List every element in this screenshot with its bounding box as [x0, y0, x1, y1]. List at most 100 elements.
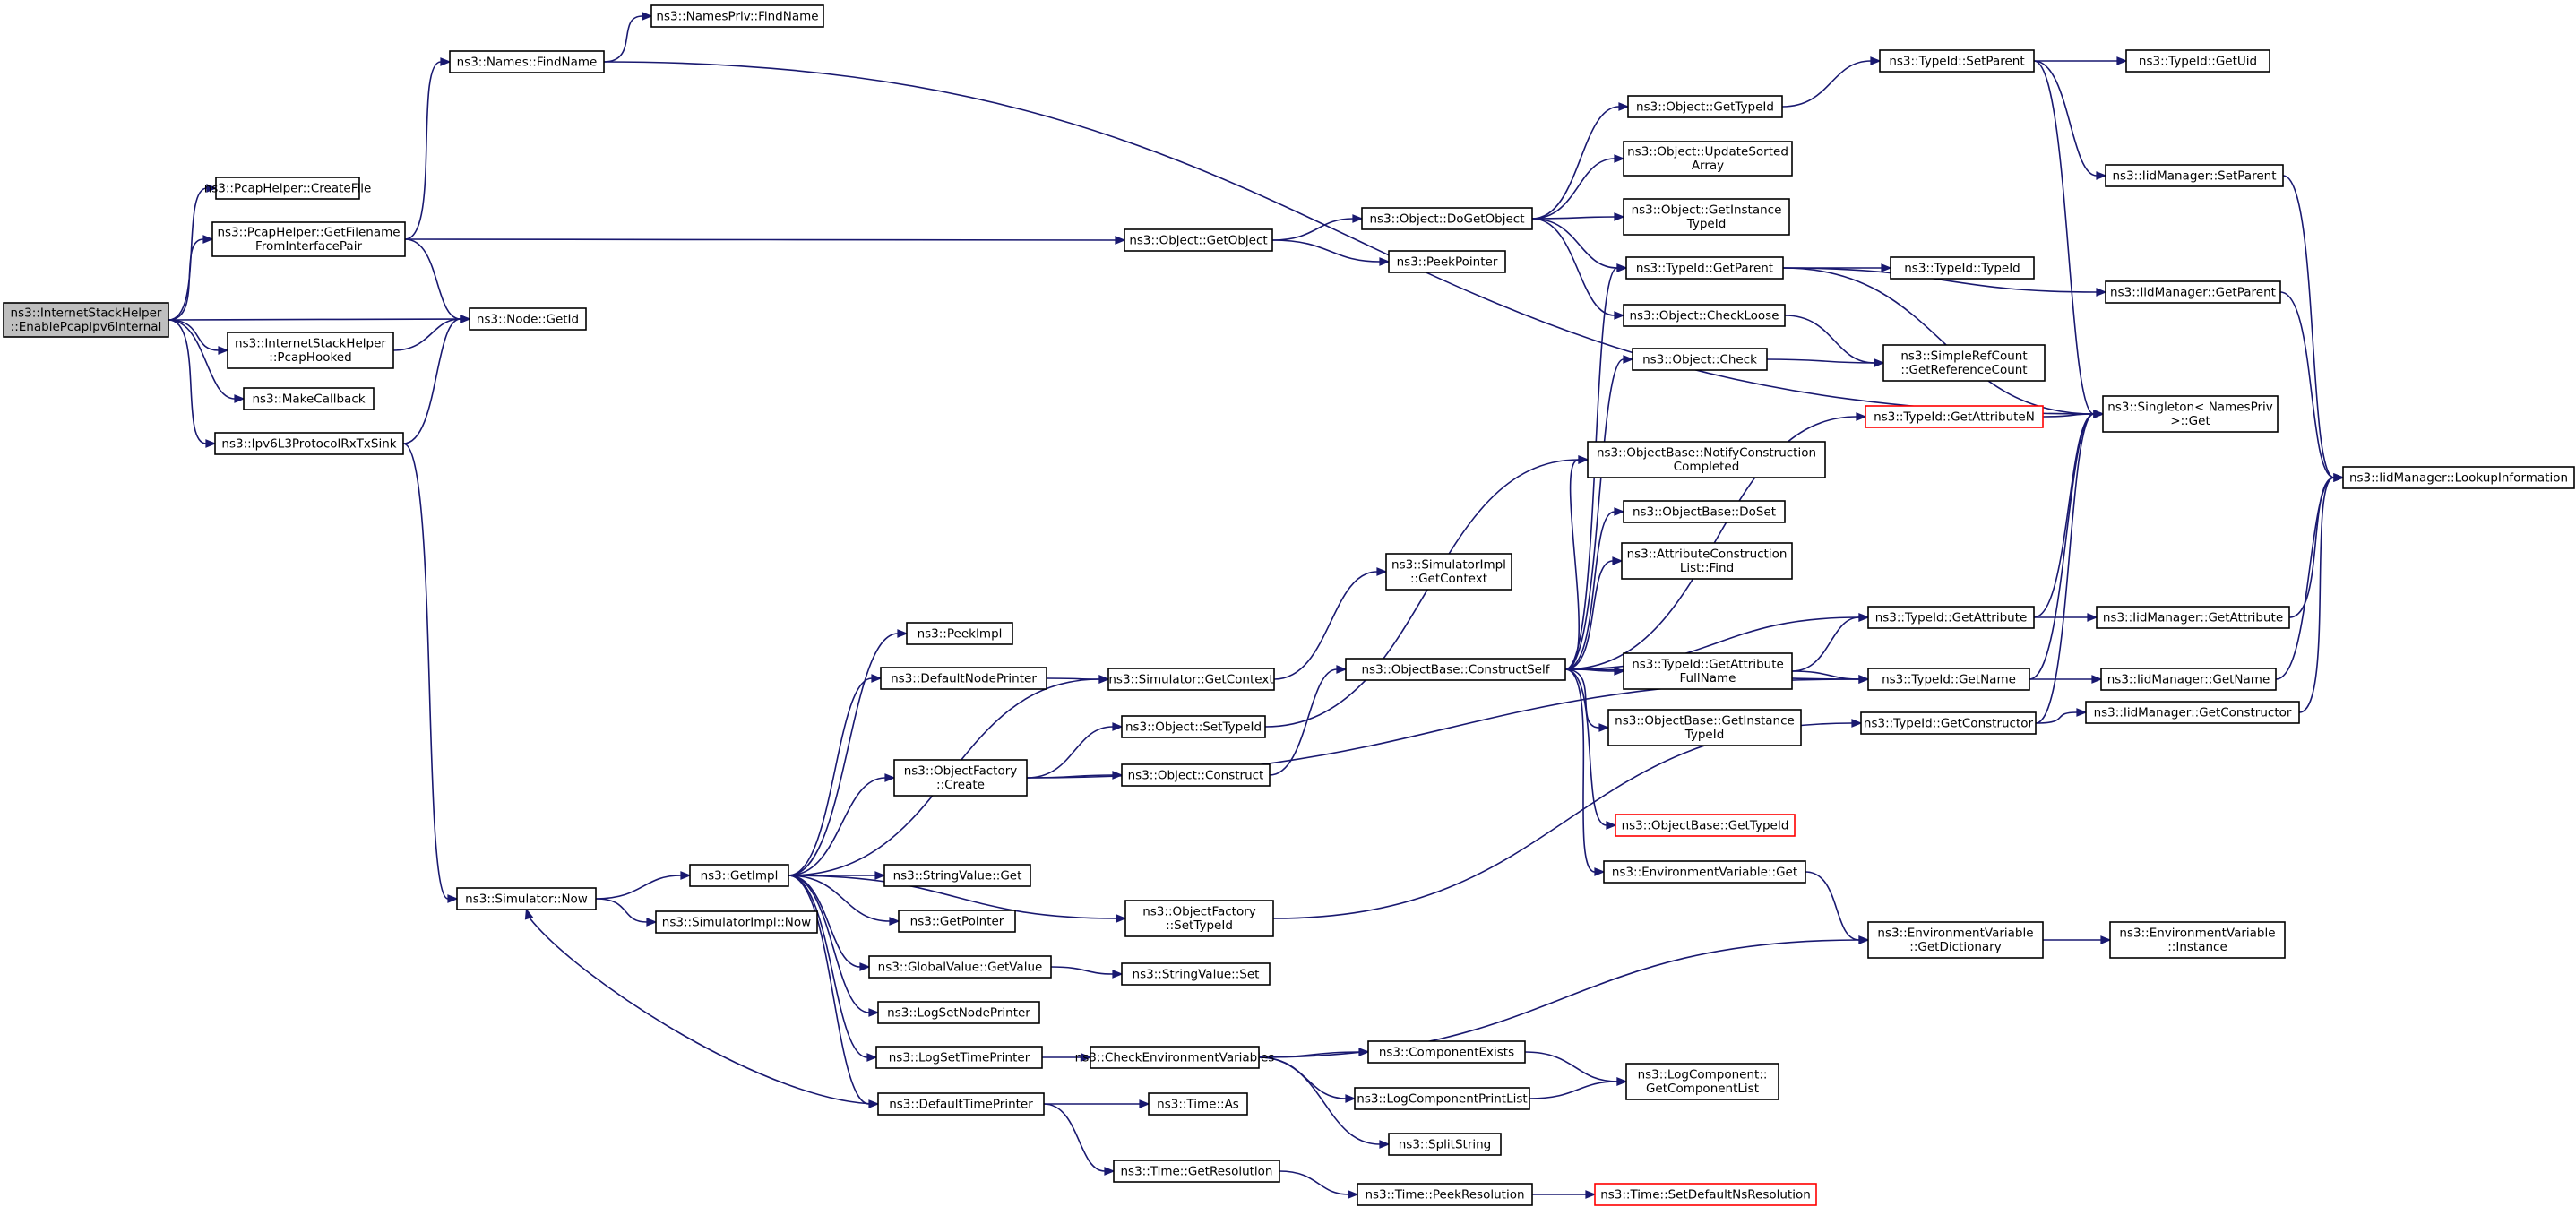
graph-node-ns3-objectbase-constructself[interactable]: ns3::ObjectBase::ConstructSelf	[1345, 658, 1566, 681]
node-box[interactable]	[2125, 49, 2270, 73]
graph-node-ns3-objectbase-doset[interactable]: ns3::ObjectBase::DoSet	[1623, 500, 1786, 523]
graph-node-ns3-globalvalue-getvalue[interactable]: ns3::GlobalValue::GetValue	[868, 955, 1052, 979]
graph-node-ns3-namespriv-findname[interactable]: ns3::NamesPriv::FindName	[650, 4, 824, 28]
node-box[interactable]	[449, 50, 605, 73]
node-box[interactable]	[1090, 1046, 1260, 1069]
node-box[interactable]	[1615, 814, 1796, 837]
node-box[interactable]	[877, 1092, 1045, 1116]
graph-node-ns3-defaulttimeprinter[interactable]: ns3::DefaultTimePrinter	[877, 1092, 1045, 1116]
node-box[interactable]	[1124, 228, 1273, 252]
graph-node-ns3-getpointer[interactable]: ns3::GetPointer	[898, 910, 1016, 933]
graph-node-ns3-stringvalue-get[interactable]: ns3::StringValue::Get	[883, 864, 1031, 887]
graph-node-ns3-iidmanager-setparent[interactable]: ns3::IidManager::SetParent	[2105, 164, 2284, 187]
node-box[interactable]	[2102, 395, 2279, 433]
node-box[interactable]	[1623, 198, 1790, 236]
node-box[interactable]	[1121, 763, 1271, 787]
graph-node-ns3-objectfactory-settypeid[interactable]: ns3::ObjectFactory::SetTypeId	[1124, 900, 1274, 937]
node-box[interactable]	[650, 4, 824, 28]
graph-node-ns3-typeid-typeid[interactable]: ns3::TypeId::TypeId	[1890, 256, 2035, 280]
graph-node-ns3-simulatorimpl-now[interactable]: ns3::SimulatorImpl::Now	[655, 910, 818, 934]
graph-node-ns3-environmentvariable-get[interactable]: ns3::EnvironmentVariable::Get	[1603, 860, 1806, 884]
graph-node-ns3-object-dogetobject[interactable]: ns3::Object::DoGetObject	[1361, 207, 1533, 230]
graph-node-ns3-defaultnodeprinter[interactable]: ns3::DefaultNodePrinter	[880, 667, 1047, 690]
graph-node-ns3-object-checkloose[interactable]: ns3::Object::CheckLoose	[1623, 304, 1786, 327]
node-box[interactable]	[1107, 668, 1275, 691]
graph-node-ns3-splitstring[interactable]: ns3::SplitString	[1388, 1133, 1502, 1156]
node-box[interactable]	[215, 177, 360, 200]
graph-node-ns3-logcomponentprintlist[interactable]: ns3::LogComponentPrintList	[1354, 1087, 1530, 1110]
node-box[interactable]	[1121, 962, 1271, 986]
graph-node-ns3-internetstackhelper-enablepcapipv6internal[interactable]: ns3::InternetStackHelper::EnablePcapIpv6…	[3, 302, 169, 338]
graph-node-ns3-logsetnodeprinter[interactable]: ns3::LogSetNodePrinter	[877, 1001, 1040, 1024]
graph-node-ns3-simulator-getcontext[interactable]: ns3::Simulator::GetContext	[1107, 668, 1275, 691]
node-box[interactable]	[1594, 1183, 1817, 1206]
node-box[interactable]	[1345, 658, 1566, 681]
graph-node-ns3-pcaphelper-getfilename-frominterfacepair[interactable]: ns3::PcapHelper::GetFilenameFromInterfac…	[211, 221, 406, 257]
node-box[interactable]	[1627, 95, 1783, 118]
node-box[interactable]	[1860, 711, 2037, 735]
graph-node-ns3-simulator-now[interactable]: ns3::Simulator::Now	[456, 887, 597, 910]
node-box[interactable]	[1388, 1133, 1502, 1156]
node-box[interactable]	[3, 302, 169, 338]
graph-node-ns3-typeid-getuid[interactable]: ns3::TypeId::GetUid	[2125, 49, 2270, 73]
graph-node-ns3-object-settypeid[interactable]: ns3::Object::SetTypeId	[1121, 715, 1266, 738]
node-box[interactable]	[898, 910, 1016, 933]
node-box[interactable]	[211, 221, 406, 257]
node-box[interactable]	[1879, 49, 2035, 73]
node-box[interactable]	[1867, 668, 2030, 691]
graph-node-ns3-typeid-getname[interactable]: ns3::TypeId::GetName	[1867, 668, 2030, 691]
node-box[interactable]	[880, 667, 1047, 690]
graph-node-ns3-peekimpl[interactable]: ns3::PeekImpl	[906, 622, 1013, 645]
node-box[interactable]	[214, 432, 404, 455]
node-box[interactable]	[1587, 441, 1826, 478]
node-box[interactable]	[1607, 709, 1802, 746]
node-box[interactable]	[1623, 304, 1786, 327]
graph-node-ns3-time-getresolution[interactable]: ns3::Time::GetResolution	[1113, 1160, 1280, 1183]
node-box[interactable]	[2342, 466, 2575, 489]
graph-node-ns3-names-findname[interactable]: ns3::Names::FindName	[449, 50, 605, 73]
graph-node-ns3-typeid-getattributen[interactable]: ns3::TypeId::GetAttributeN	[1865, 405, 2044, 428]
node-box[interactable]	[1124, 900, 1274, 937]
node-box[interactable]	[1632, 348, 1768, 371]
graph-node-ns3-environmentvariable-getdictionary[interactable]: ns3::EnvironmentVariable::GetDictionary	[1867, 921, 2044, 959]
node-box[interactable]	[1121, 715, 1266, 738]
graph-node-ns3-environmentvariable-instance[interactable]: ns3::EnvironmentVariable::Instance	[2109, 921, 2286, 959]
node-box[interactable]	[227, 332, 394, 369]
node-box[interactable]	[1603, 860, 1806, 884]
node-box[interactable]	[1625, 1063, 1779, 1100]
graph-node-ns3-typeid-getconstructor[interactable]: ns3::TypeId::GetConstructor	[1860, 711, 2037, 735]
graph-node-ns3-object-gettypeid[interactable]: ns3::Object::GetTypeId	[1627, 95, 1783, 118]
node-box[interactable]	[906, 622, 1013, 645]
graph-node-ns3-object-construct[interactable]: ns3::Object::Construct	[1121, 763, 1271, 787]
node-box[interactable]	[1367, 1040, 1526, 1064]
graph-node-ns3-object-check[interactable]: ns3::Object::Check	[1632, 348, 1768, 371]
node-box[interactable]	[689, 864, 789, 887]
node-box[interactable]	[2105, 164, 2284, 187]
node-box[interactable]	[1357, 1183, 1533, 1206]
node-box[interactable]	[2096, 606, 2290, 629]
node-box[interactable]	[243, 387, 375, 410]
graph-node-ns3-singleton-namespriv-get[interactable]: ns3::Singleton< NamesPriv>::Get	[2102, 395, 2279, 433]
graph-node-ns3-typeid-getparent[interactable]: ns3::TypeId::GetParent	[1625, 256, 1784, 280]
node-box[interactable]	[2105, 280, 2281, 304]
graph-node-ns3-time-setdefaultnsresolution[interactable]: ns3::Time::SetDefaultNsResolution	[1594, 1183, 1817, 1206]
graph-node-ns3-peekpointer[interactable]: ns3::PeekPointer	[1388, 250, 1506, 273]
graph-node-ns3-typeid-getattribute[interactable]: ns3::TypeId::GetAttribute	[1867, 606, 2035, 629]
node-box[interactable]	[1148, 1092, 1248, 1116]
node-box[interactable]	[1865, 405, 2044, 428]
node-box[interactable]	[1867, 606, 2035, 629]
node-box[interactable]	[1385, 553, 1512, 591]
graph-node-ns3-makecallback[interactable]: ns3::MakeCallback	[243, 387, 375, 410]
graph-node-ns3-iidmanager-getparent[interactable]: ns3::IidManager::GetParent	[2105, 280, 2281, 304]
graph-node-ns3-node-getid[interactable]: ns3::Node::GetId	[469, 307, 587, 331]
graph-node-ns3-getimpl[interactable]: ns3::GetImpl	[689, 864, 789, 887]
node-box[interactable]	[1623, 652, 1793, 690]
graph-node-ns3-ipv6l3protocolrxtxsink[interactable]: ns3::Ipv6L3ProtocolRxTxSink	[214, 432, 404, 455]
node-box[interactable]	[456, 887, 597, 910]
graph-node-ns3-time-as[interactable]: ns3::Time::As	[1148, 1092, 1248, 1116]
